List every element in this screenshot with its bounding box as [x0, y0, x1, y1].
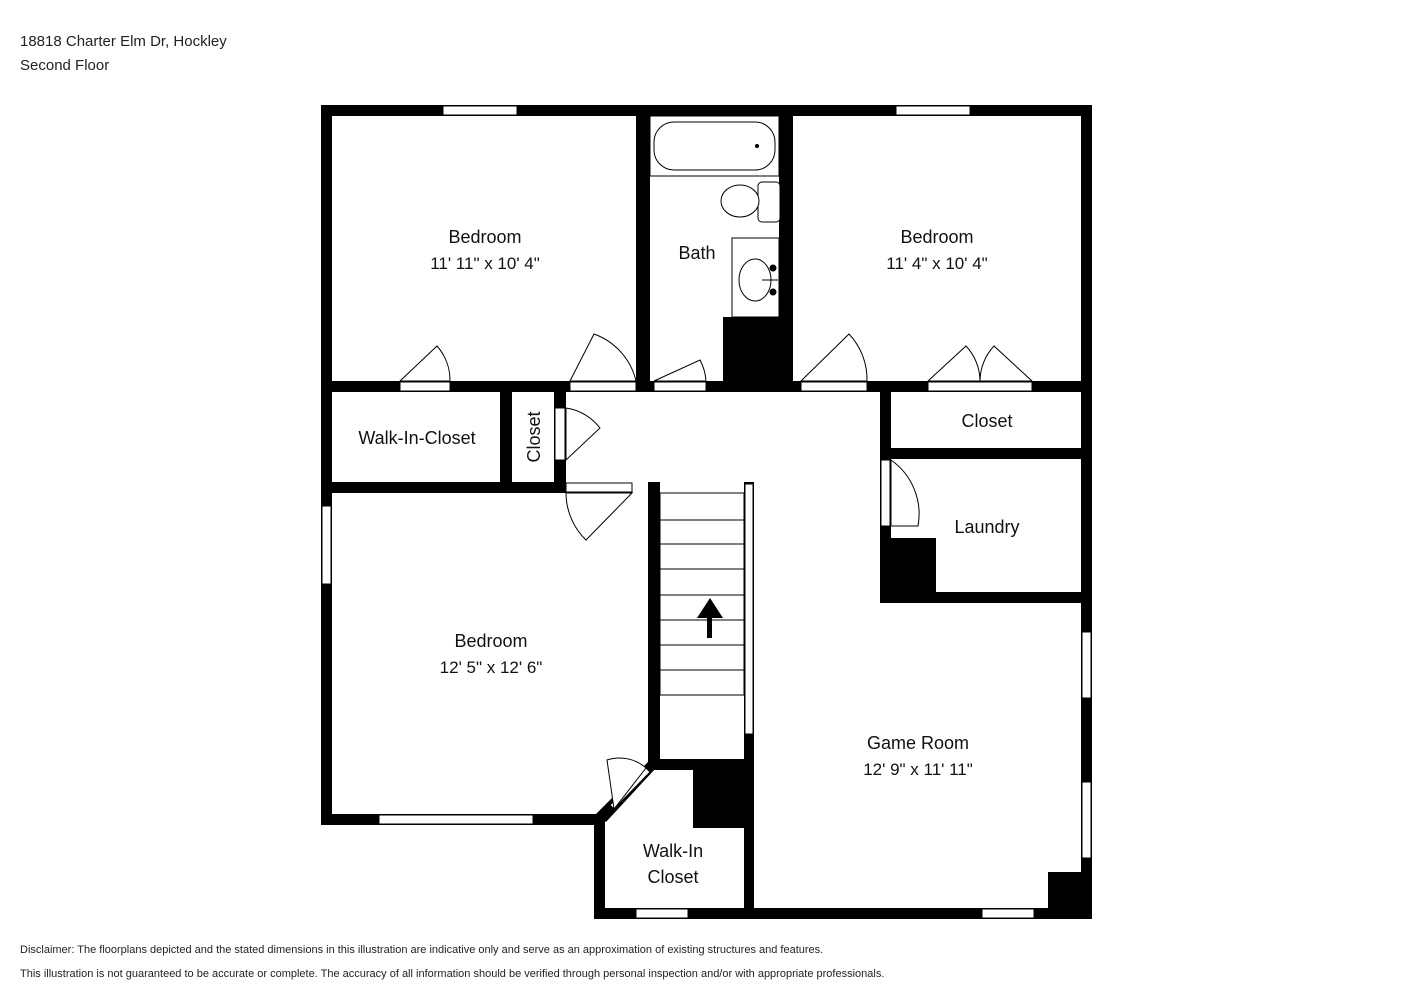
page-header: 18818 Charter Elm Dr, Hockley Second Flo… — [20, 30, 227, 78]
window — [442, 105, 518, 116]
room-dims-game-room: 12' 9" x 11' 11" — [863, 760, 973, 779]
room-label-bath: Bath — [678, 243, 715, 263]
disclaimer-line-2: This illustration is not guaranteed to b… — [20, 968, 885, 980]
room-label-closet-small: Closet — [524, 411, 544, 462]
toilet-bowl — [720, 184, 760, 218]
window — [1081, 631, 1092, 699]
room-label-bedroom-nw: Bedroom — [448, 227, 521, 247]
window — [895, 105, 971, 116]
up-arrow-icon — [697, 598, 723, 638]
window — [744, 483, 754, 735]
room-dims-bedroom-nw: 11' 11" x 10' 4" — [430, 254, 540, 273]
stairs — [659, 492, 745, 696]
window — [321, 505, 332, 585]
disclaimer: Disclaimer: The floorplans depicted and … — [20, 938, 884, 986]
room-label-game-room: Game Room — [867, 733, 969, 753]
room-label-bedroom-ne: Bedroom — [900, 227, 973, 247]
room-label-closet-e: Closet — [961, 411, 1012, 431]
property-address: 18818 Charter Elm Dr, Hockley — [20, 33, 227, 50]
window — [635, 908, 689, 919]
room-label-walk-in-closet-s-line2: Closet — [647, 867, 698, 887]
floor-name: Second Floor — [20, 57, 110, 74]
windows — [321, 105, 1092, 919]
window — [378, 814, 534, 825]
toilet-tank — [757, 181, 781, 223]
room-label-walk-in-closet-w: Walk-In-Closet — [358, 428, 475, 448]
solid-blocks — [693, 317, 1086, 912]
room-dims-bedroom-sw: 12' 5" x 12' 6" — [440, 658, 543, 677]
window — [1081, 781, 1092, 859]
window — [981, 908, 1035, 919]
room-label-bedroom-sw: Bedroom — [454, 631, 527, 651]
doors — [398, 333, 1034, 811]
bathtub-basin — [653, 121, 776, 171]
room-dims-bedroom-ne: 11' 4" x 10' 4" — [886, 254, 987, 273]
room-label-walk-in-closet-s-line1: Walk-In — [643, 841, 703, 861]
disclaimer-line-1: Disclaimer: The floorplans depicted and … — [20, 944, 824, 956]
room-label-laundry: Laundry — [954, 517, 1019, 537]
bath-fixtures — [649, 115, 781, 318]
